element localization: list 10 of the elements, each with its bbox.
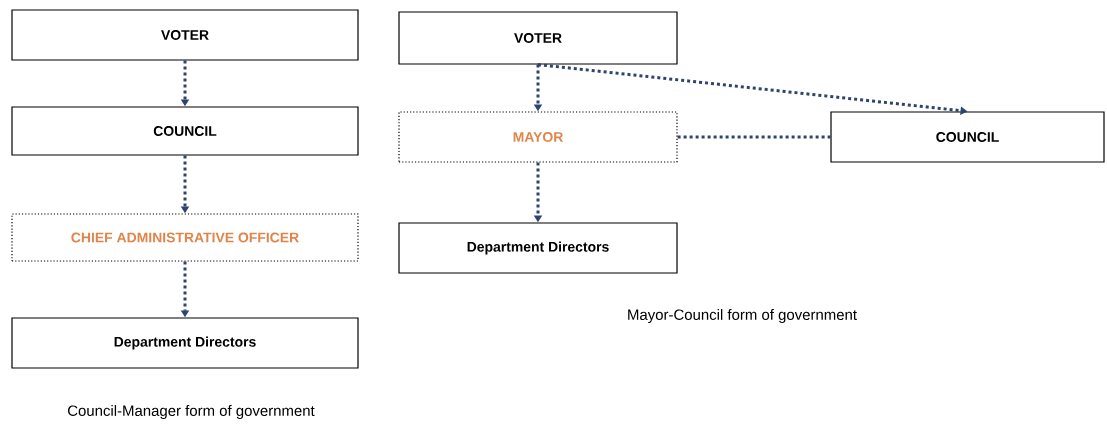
process-box: VOTER — [398, 11, 678, 65]
process-box: VOTER — [11, 9, 359, 61]
process-box: Department Directors — [11, 317, 359, 369]
caption: Mayor-Council form of government — [628, 309, 857, 323]
process-box: COUNCIL — [11, 106, 359, 156]
dotted-box: MAYOR — [398, 111, 678, 163]
process-box: COUNCIL — [830, 111, 1105, 163]
caption: Council-Manager form of government — [68, 405, 315, 419]
process-box: Department Directors — [398, 222, 678, 274]
dotted-box: CHIEF ADMINISTRATIVE OFFICER — [11, 213, 359, 262]
